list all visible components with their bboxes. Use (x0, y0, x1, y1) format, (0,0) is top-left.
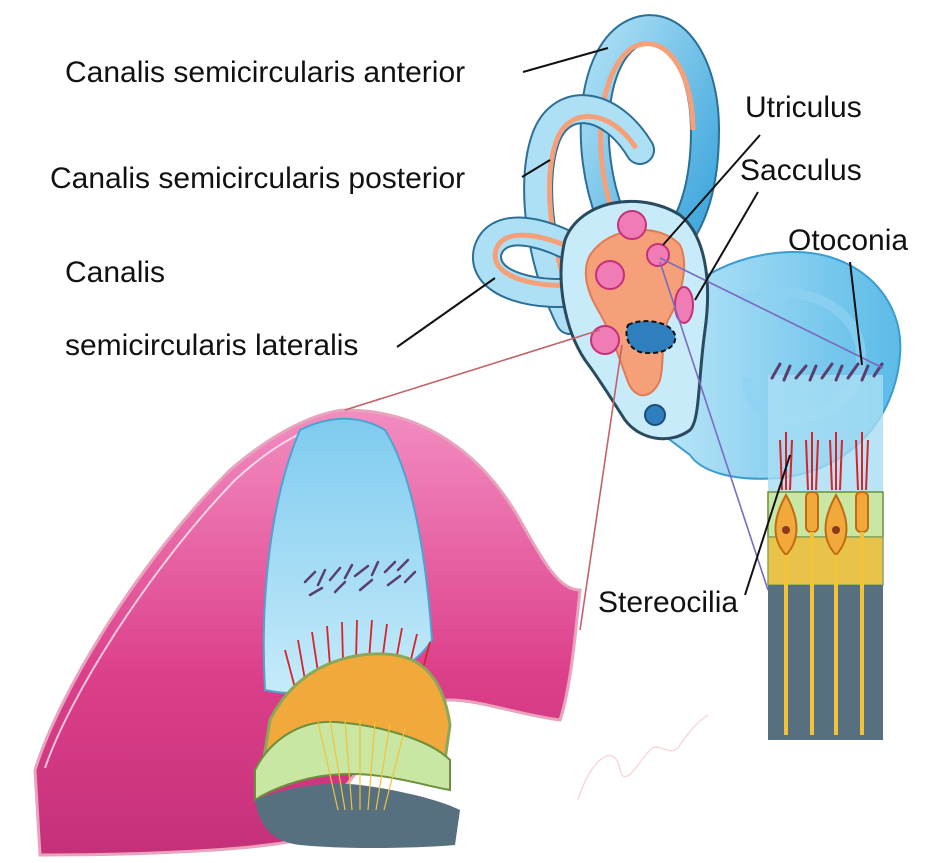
label-canal-lateral-line1: Canalis (65, 256, 165, 289)
label-canal-posterior: Canalis semicircularis posterior (50, 162, 465, 195)
macula-section-magnified (768, 364, 883, 740)
round-window (645, 405, 665, 425)
crista-magnified (35, 410, 580, 855)
vestibule (561, 201, 707, 438)
label-utriculus: Utriculus (745, 91, 862, 124)
label-canal-lateral-line2: semicircularis lateralis (65, 329, 358, 362)
label-stereocilia: Stereocilia (598, 586, 738, 619)
oval-window (627, 321, 676, 353)
label-sacculus: Sacculus (740, 154, 862, 187)
crista-posterior (591, 326, 619, 354)
crista-anterior (618, 211, 646, 239)
label-canal-anterior: Canalis semicircularis anterior (65, 56, 465, 89)
macula-utriculi (647, 244, 669, 266)
artist-signature (578, 715, 708, 800)
label-otoconia: Otoconia (788, 224, 908, 257)
crista-lateral (596, 261, 624, 289)
